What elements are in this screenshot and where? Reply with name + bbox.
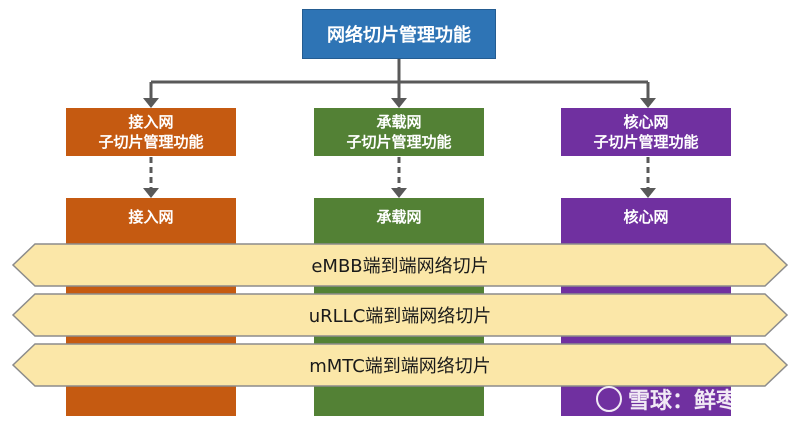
core-subslice-line2: 子切片管理功能 [593, 133, 699, 151]
transport-subslice-line1: 承载网 [376, 113, 422, 131]
embb-slice-banner [11, 243, 789, 287]
transport-subslice-box: 承载网 子切片管理功能 [314, 108, 484, 156]
ran-column-label: 接入网 [128, 208, 174, 226]
mmtc-slice-banner [11, 343, 789, 387]
arrow-head-left [143, 98, 159, 108]
core-subslice-line1: 核心网 [623, 113, 669, 131]
snowball-logo-icon [595, 386, 622, 412]
dashed-arrow-head-center [391, 188, 407, 198]
watermark-text: 雪球：鲜枣课堂 [627, 389, 782, 414]
dashed-arrow-head-right [640, 188, 656, 198]
transport-subslice-line2: 子切片管理功能 [346, 133, 452, 151]
root-function-box: 网络切片管理功能 [302, 9, 496, 59]
root-function-label: 网络切片管理功能 [327, 25, 471, 46]
core-column-label: 核心网 [623, 208, 669, 226]
arrow-head-center [391, 98, 407, 108]
urllc-slice-label: uRLLC端到端网络切片 [308, 306, 492, 327]
transport-column-label: 承载网 [376, 208, 422, 226]
core-subslice-box: 核心网 子切片管理功能 [561, 108, 731, 156]
ran-subslice-box: 接入网 子切片管理功能 [66, 108, 236, 156]
arrow-head-right [640, 98, 656, 108]
embb-slice-label: eMBB端到端网络切片 [311, 256, 489, 277]
urllc-slice-banner [11, 293, 789, 337]
dashed-arrow-head-left [143, 188, 159, 198]
watermark: 雪球：鲜枣课堂 [595, 383, 782, 415]
ran-subslice-line2: 子切片管理功能 [98, 133, 204, 151]
ran-subslice-line1: 接入网 [128, 113, 174, 131]
mmtc-slice-label: mMTC端到端网络切片 [309, 356, 491, 377]
